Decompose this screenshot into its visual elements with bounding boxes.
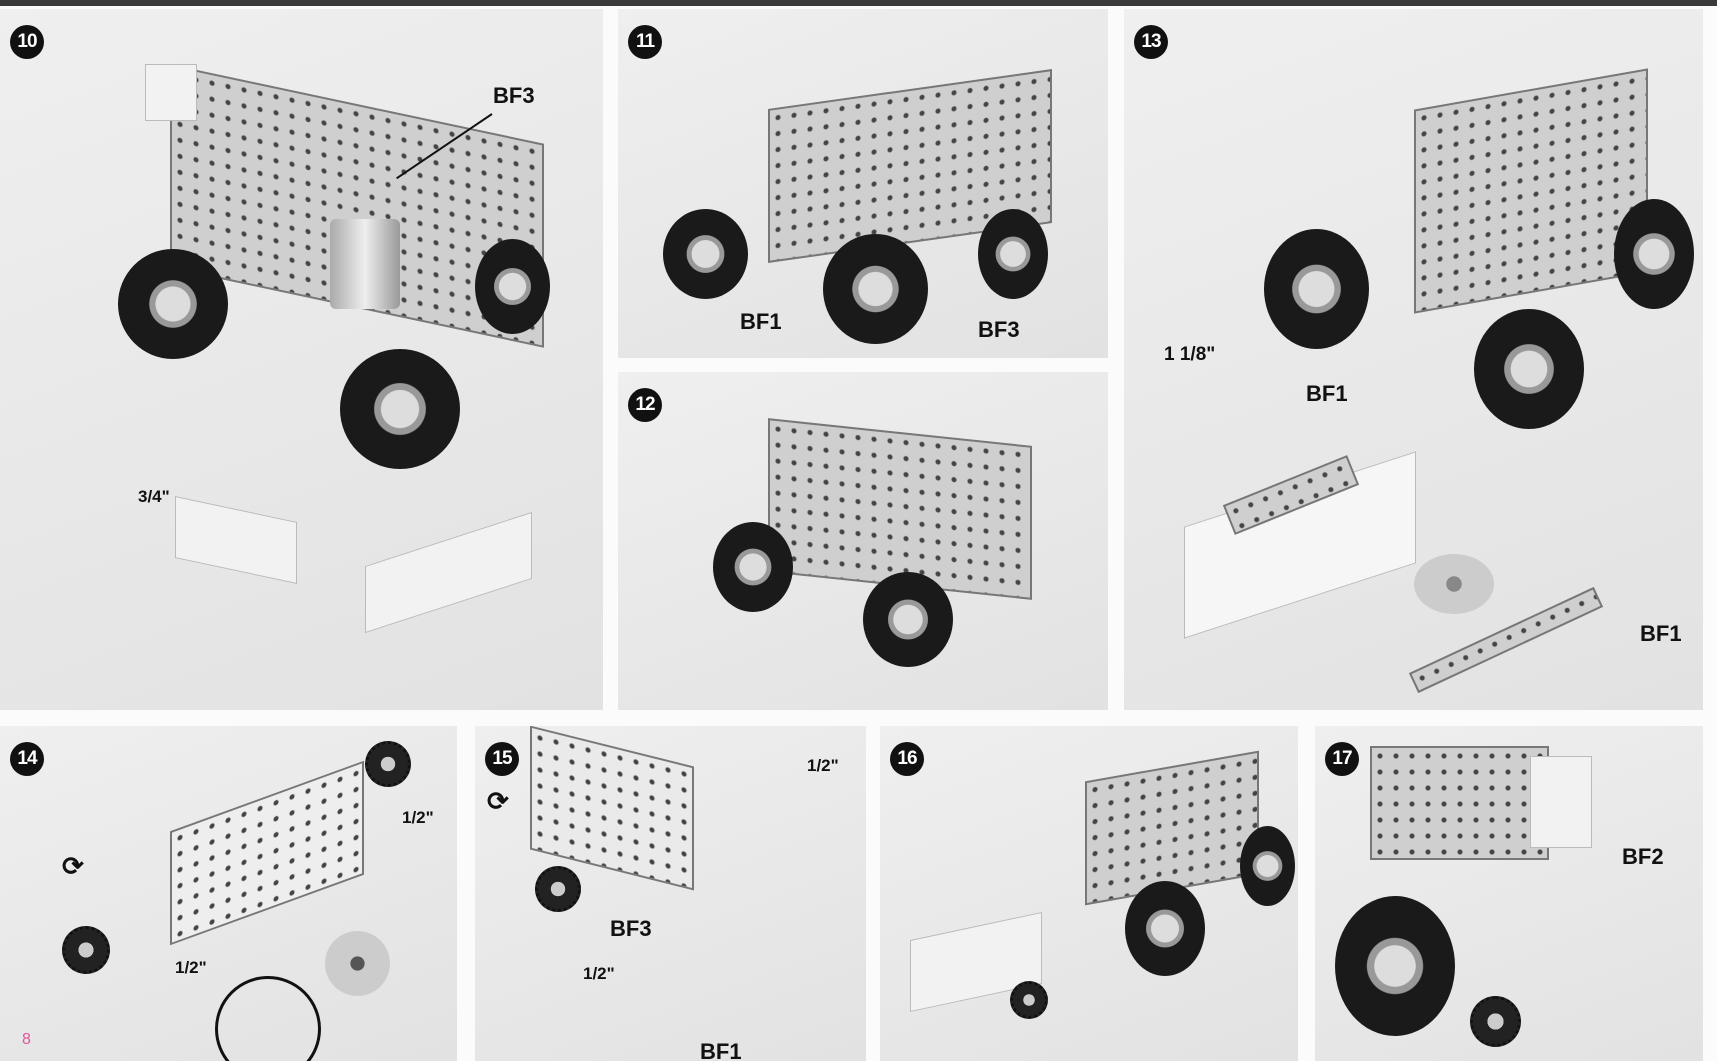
flanged-plate bbox=[365, 511, 532, 634]
wheel-icon bbox=[1240, 826, 1295, 906]
wheel-icon bbox=[863, 572, 953, 667]
wheel-icon bbox=[1335, 896, 1455, 1036]
part-label-bf2: BF2 bbox=[1622, 844, 1664, 869]
tractor-frame bbox=[1370, 746, 1549, 860]
page-top-edge bbox=[0, 0, 1717, 6]
flat-plate bbox=[175, 496, 297, 584]
wheel-icon bbox=[1125, 881, 1205, 976]
step-11-panel: 11 BF1 BF3 bbox=[618, 9, 1108, 358]
rotate-icon: ⟳ bbox=[487, 786, 509, 816]
step-14-badge: 14 bbox=[10, 742, 44, 776]
drive-belt bbox=[215, 976, 321, 1061]
step-10-panel: 10 BF3 3/4" bbox=[0, 9, 603, 710]
wheel-icon bbox=[1614, 199, 1694, 309]
step-13-panel: 13 1 1/8" BF1 BF1 bbox=[1124, 9, 1703, 710]
part-label-bf1: BF1 bbox=[700, 1039, 742, 1061]
wheel-icon bbox=[1264, 229, 1369, 349]
wheel-icon bbox=[713, 522, 793, 612]
step-13-badge: 13 bbox=[1134, 25, 1168, 59]
part-size-label: 1 1/8" bbox=[1164, 344, 1216, 365]
step-12-badge: 12 bbox=[628, 388, 662, 422]
sprocket-icon bbox=[535, 866, 581, 912]
flanged-plate bbox=[170, 760, 364, 946]
part-size-label: 1/2" bbox=[583, 964, 615, 983]
seat-plate bbox=[1530, 756, 1592, 848]
step-17-badge: 17 bbox=[1325, 742, 1359, 776]
seat-plate bbox=[145, 64, 197, 121]
part-label-bf3: BF3 bbox=[978, 317, 1020, 342]
part-label-bf1: BF1 bbox=[1306, 381, 1348, 406]
sprocket-icon bbox=[1470, 996, 1521, 1047]
part-label-bf1: BF1 bbox=[1640, 621, 1682, 646]
part-size-label: 1/2" bbox=[807, 756, 839, 775]
rotate-icon: ⟳ bbox=[62, 851, 84, 881]
sprocket-icon bbox=[1010, 981, 1048, 1019]
step-14-panel: 14 ⟳ 1/2" 1/2" 8 bbox=[0, 726, 457, 1061]
pulley-icon bbox=[1414, 554, 1494, 614]
motor bbox=[330, 219, 400, 309]
part-label-bf3: BF3 bbox=[610, 916, 652, 941]
step-15-panel: ⟳ 1/2" BF3 1/2" BF1 15 bbox=[475, 726, 866, 1061]
step-15-badge: 15 bbox=[485, 742, 519, 776]
page-number: 8 bbox=[22, 1031, 31, 1048]
step-16-panel: 16 bbox=[880, 726, 1298, 1061]
step-10-badge: 10 bbox=[10, 25, 44, 59]
part-size-label: 1/2" bbox=[402, 808, 434, 827]
tractor-frame bbox=[1414, 68, 1648, 314]
wheel-icon bbox=[663, 209, 748, 299]
step-17-panel: BF2 17 bbox=[1315, 726, 1703, 1061]
sprocket-icon bbox=[62, 926, 110, 974]
sprocket-icon bbox=[365, 741, 411, 787]
wheel-icon bbox=[1474, 309, 1584, 429]
pulley-icon bbox=[325, 931, 390, 996]
wheel-icon bbox=[823, 234, 928, 344]
part-size-label: 1/2" bbox=[175, 958, 207, 977]
wheel-icon bbox=[475, 239, 550, 334]
part-size-label: 3/4" bbox=[138, 487, 170, 506]
step-16-badge: 16 bbox=[890, 742, 924, 776]
wheel-icon bbox=[118, 249, 228, 359]
part-label-bf1: BF1 bbox=[740, 309, 782, 334]
step-11-badge: 11 bbox=[628, 25, 662, 59]
step-12-panel: 12 bbox=[618, 372, 1108, 710]
wheel-icon bbox=[978, 209, 1048, 299]
wheel-icon bbox=[340, 349, 460, 469]
part-label-bf3: BF3 bbox=[493, 83, 535, 108]
